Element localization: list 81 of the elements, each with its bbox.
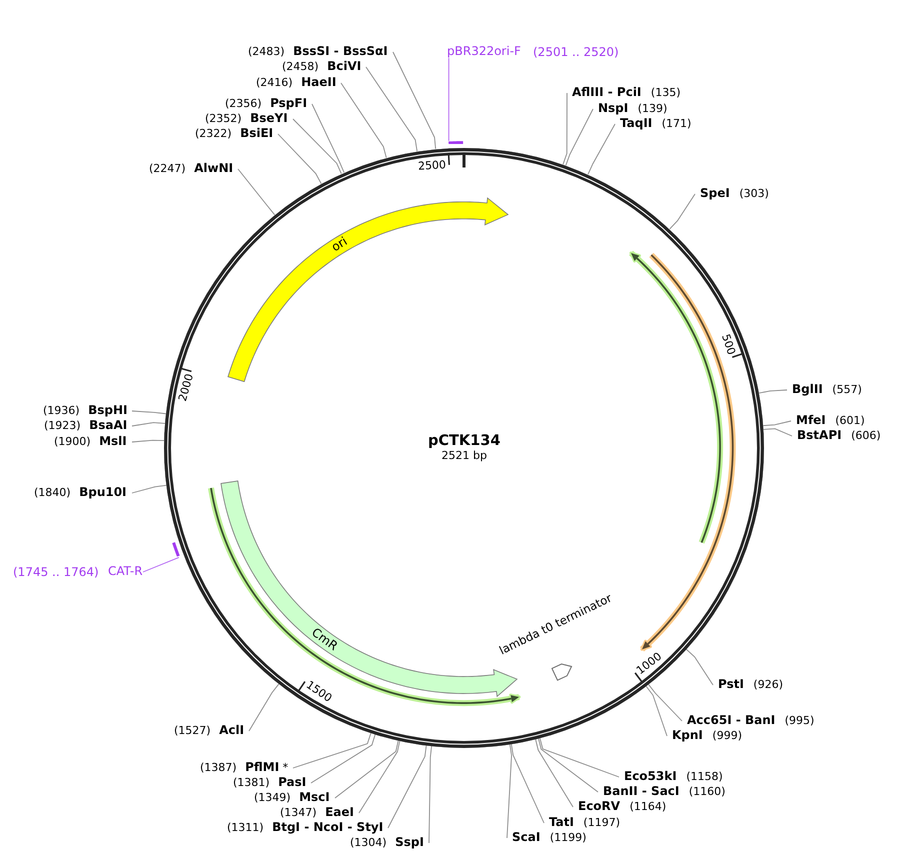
restriction-site-label: AflIII - PciI (135) [567, 85, 680, 100]
tick-label: 2000 [177, 372, 196, 403]
leader-line [310, 734, 376, 784]
leader-line [248, 683, 280, 732]
primer-range: (1745 .. 1764) [13, 564, 99, 579]
restriction-site-label: KpnI (999) [667, 728, 742, 742]
restriction-site-label: (1304) SspI [350, 835, 429, 850]
leader-line [388, 744, 427, 828]
restriction-site-label: Eco53kI (1158) [619, 769, 723, 784]
leader-line [758, 390, 788, 394]
feature-label: ori [329, 235, 350, 256]
leader-line [392, 52, 436, 150]
leader-line [562, 92, 568, 165]
restriction-site-label: TaqII (171) [615, 116, 692, 130]
leader-line [448, 58, 450, 142]
leader-line [358, 740, 400, 814]
primer-mark [172, 540, 180, 558]
restriction-site-label: (1900) MslI [54, 434, 132, 448]
restriction-site-label: SpeI (303) [695, 186, 769, 200]
leader-line [366, 66, 418, 152]
leader-line [340, 82, 387, 158]
leader-line [132, 410, 166, 414]
leader-line [646, 686, 668, 736]
leader-line [538, 738, 598, 792]
restriction-site-label: BglII (557) [787, 382, 862, 396]
restriction-site-label: (1347) EaeI [280, 805, 359, 820]
leader-line [539, 737, 620, 778]
leader-line [763, 428, 792, 436]
tick-label: 500 [720, 332, 738, 356]
plasmid-name: pCTK134 [428, 433, 500, 450]
restriction-site-label: (1923) BsaAI [44, 418, 132, 432]
leader-line [588, 124, 616, 175]
primer-range: (2501 .. 2520) [533, 44, 619, 59]
plasmid-length: 2521 bp [442, 449, 487, 462]
leader-line [132, 484, 167, 494]
restriction-site-label: (2322) BsiEI [195, 126, 278, 140]
restriction-site-label: (1381) PasI [233, 775, 312, 790]
restriction-site-label: (1311) BtgI - NcoI - StyI [227, 820, 388, 834]
leader-line [312, 104, 345, 173]
leader-line [142, 556, 180, 572]
restriction-site-label: Acc65I - BanI (995) [682, 713, 814, 728]
restriction-site-label: NspI (139) [593, 101, 668, 116]
restriction-site-label: TatI (1197) [544, 815, 620, 830]
restriction-site-label: (2356) PspFI [225, 96, 312, 110]
leader-line [132, 422, 166, 426]
restriction-site-label: (1387) PflMI* [200, 760, 294, 774]
leader-line [238, 168, 276, 216]
leader-line [506, 744, 512, 838]
tick-label: 2500 [418, 159, 446, 172]
orf-arc [638, 250, 737, 653]
primer-label: CAT-R [108, 564, 143, 578]
leader-line [565, 108, 594, 166]
primer-mark [447, 140, 465, 144]
leader-line [669, 194, 696, 230]
restriction-site-label: (1349) MscI [254, 790, 335, 804]
restriction-site-label: (2352) BseYI [205, 111, 293, 126]
restriction-site-label: PstI (926) [713, 677, 784, 692]
leader-line [510, 743, 544, 824]
restriction-site-label: ScaI (1199) [507, 830, 586, 844]
restriction-site-label: BanII - SacI (1160) [598, 784, 726, 798]
restriction-site-label: (1936) BspHI [43, 403, 132, 418]
leader-line [334, 740, 399, 798]
restriction-site-label: (1840) Bpu10I [34, 485, 132, 500]
restriction-site-label: EcoRV (1164) [573, 799, 666, 814]
restriction-site-label: (2416) HaeII [256, 75, 342, 90]
restriction-site-label: (2483) BssSI - BssSαI [248, 44, 393, 58]
leader-line [278, 134, 322, 184]
leader-line [292, 732, 372, 768]
restriction-site-label: (2458) BciVI [282, 59, 366, 74]
restriction-site-label: (1527) AclI [174, 723, 250, 738]
restriction-site-label: MfeI (601) [791, 413, 865, 428]
leader-line [686, 648, 714, 686]
leader-line [762, 420, 792, 426]
restriction-site-label: BstAPI (606) [792, 428, 881, 442]
leader-line [132, 440, 165, 442]
leader-line [648, 684, 682, 722]
restriction-site-label: (2247) AlwNI [149, 161, 238, 176]
leader-line [292, 118, 342, 174]
leader-line [535, 738, 574, 808]
leader-line [428, 745, 432, 844]
primer-label: pBR322ori-F [447, 44, 521, 58]
